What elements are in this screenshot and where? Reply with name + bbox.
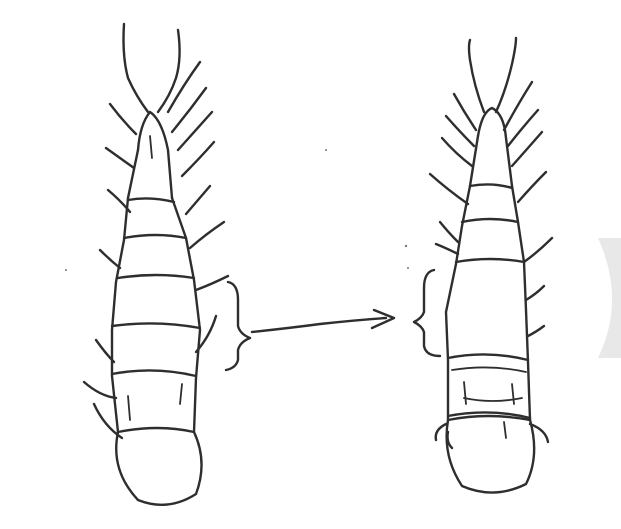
left-leg-l1	[110, 104, 136, 134]
comparison-arrow-shaft	[252, 318, 386, 332]
left-segment-1	[128, 198, 174, 202]
scan-speck-4	[65, 269, 67, 271]
right-leg-l7	[436, 424, 446, 440]
left-leg-l2	[106, 148, 134, 168]
left-head	[138, 112, 172, 198]
left-antenna-left	[124, 24, 149, 112]
left-segment-2	[124, 235, 186, 238]
right-leg-r6	[526, 286, 544, 300]
left-inner-mark-2	[180, 384, 182, 404]
left-terminal-segment	[116, 428, 201, 505]
right-segment-3	[456, 259, 524, 262]
left-inner-mark-1	[128, 396, 130, 420]
right-inner-mark-2	[512, 384, 514, 404]
right-leg-r4	[518, 172, 546, 202]
left-leg-l6	[84, 382, 116, 398]
right-segment-4	[448, 354, 528, 360]
right-leg-l1	[454, 94, 476, 130]
margin-crescent	[598, 238, 621, 358]
right-leg-l3	[442, 138, 472, 166]
right-leg-r7	[528, 326, 544, 336]
right-leg-l6	[436, 244, 458, 254]
left-leg-r5	[186, 186, 210, 214]
right-inner-mark-1	[464, 382, 466, 404]
left-segment-5	[112, 370, 196, 376]
right-antenna-left	[469, 40, 484, 112]
left-body-right-edge	[172, 198, 200, 432]
right-segment-4b	[452, 367, 526, 372]
right-segment-2	[462, 219, 518, 222]
right-segment-1	[470, 184, 512, 188]
left-leg-r6	[190, 222, 224, 248]
left-segment-4	[112, 323, 200, 328]
scan-speck-1	[325, 149, 327, 151]
left-head-mark	[150, 136, 152, 158]
left-brace	[226, 282, 250, 370]
specimen-right	[430, 38, 552, 493]
left-head-side	[128, 150, 138, 198]
left-leg-r4	[182, 142, 214, 176]
right-terminal-segment	[447, 416, 535, 493]
right-leg-l4	[430, 174, 468, 204]
right-leg-l5	[440, 222, 458, 242]
right-brace	[414, 270, 440, 356]
right-inner-mark-3	[504, 422, 506, 438]
specimen-left	[84, 24, 228, 505]
left-leg-l4	[100, 250, 120, 268]
scan-speck-3	[407, 267, 409, 269]
right-head	[478, 108, 512, 186]
right-antenna-right	[496, 38, 516, 112]
left-segment-3	[118, 275, 194, 278]
scan-speck-2	[405, 245, 407, 247]
right-leg-r5	[524, 238, 552, 262]
left-leg-r7	[196, 276, 228, 290]
